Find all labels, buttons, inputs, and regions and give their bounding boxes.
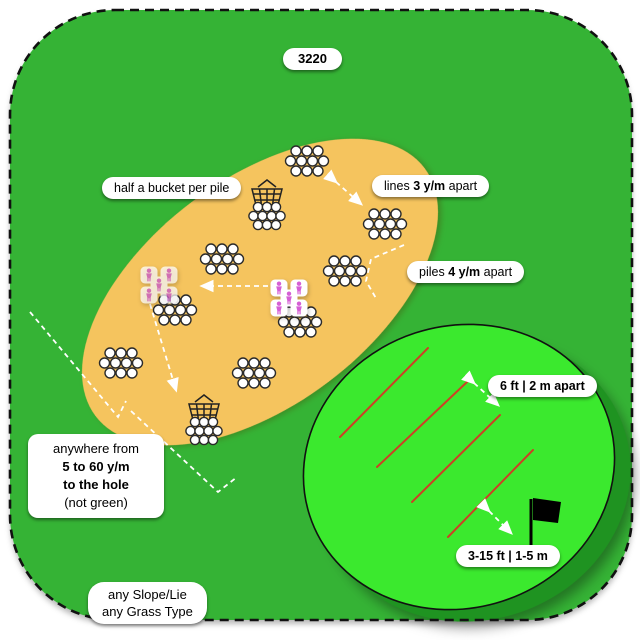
piles-spacing-prefix: piles xyxy=(419,265,449,279)
bucket-per-pile-label: half a bucket per pile xyxy=(102,177,242,199)
ball-pile xyxy=(98,347,144,379)
lines-spacing-label: lines 3 y/m apart xyxy=(372,175,490,197)
lines-spacing-suffix: apart xyxy=(445,179,478,193)
distance-note-line1: anywhere from xyxy=(53,441,139,456)
ball-pile xyxy=(199,243,245,275)
conditions-line1: any Slope/Lie xyxy=(108,587,187,602)
lines-spacing-value: 3 y/m xyxy=(413,179,446,193)
ball-pile xyxy=(231,357,277,389)
distance-note-line3: to the hole xyxy=(63,477,129,492)
ball-pile xyxy=(322,255,368,287)
measure-arrows-sand xyxy=(149,169,405,393)
piles-spacing-label: piles 4 y/m apart xyxy=(407,261,525,283)
conditions-line2: any Grass Type xyxy=(102,604,193,619)
drill-number-badge: 3220 xyxy=(283,48,342,70)
flag-icon xyxy=(529,498,561,548)
green-lines-spacing-label: 6 ft | 2 m apart xyxy=(488,375,597,397)
ball-pile xyxy=(362,208,408,240)
distance-note-line4: (not green) xyxy=(64,495,128,510)
measure-arrows-green xyxy=(461,370,513,535)
green-aim-lines xyxy=(339,347,534,538)
distance-note-line2: 5 to 60 y/m xyxy=(62,459,130,474)
piles-spacing-value: 4 y/m xyxy=(448,265,481,279)
conditions-note: any Slope/Lie any Grass Type xyxy=(88,582,207,624)
hole-distance-label: 3-15 ft | 1-5 m xyxy=(456,545,560,567)
practice-oval xyxy=(81,138,439,446)
piles-spacing-suffix: apart xyxy=(480,265,513,279)
distance-note: anywhere from 5 to 60 y/m to the hole (n… xyxy=(28,434,164,518)
ball-pile xyxy=(284,145,330,177)
lines-spacing-prefix: lines xyxy=(384,179,414,193)
